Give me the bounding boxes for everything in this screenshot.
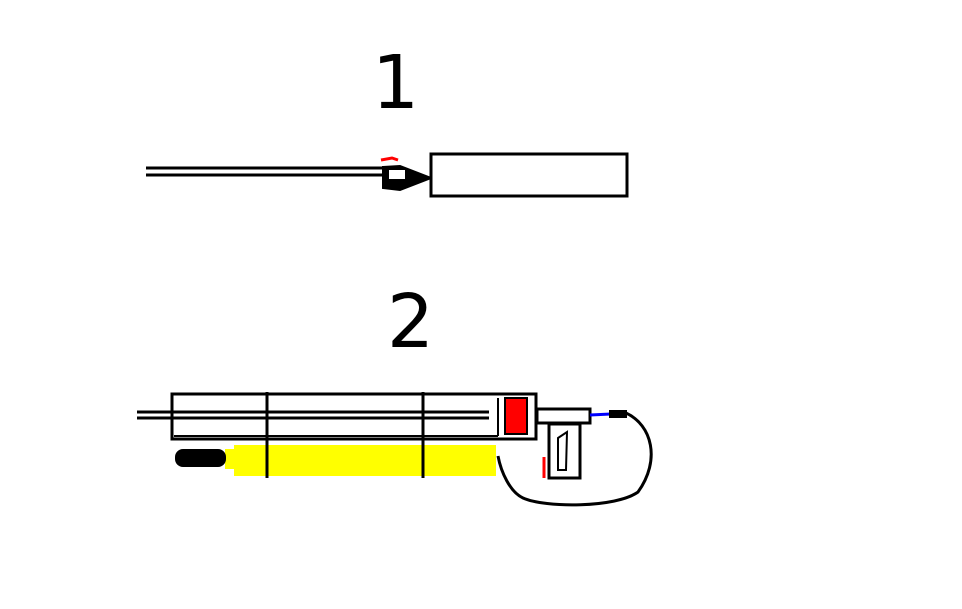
figure-1-inner-tip [389,170,405,179]
figure-1: 1 [146,40,629,198]
figure-2-hose-connector [609,410,627,418]
figure-2-trigger [557,430,569,471]
figure-2-black-nozzle [175,449,226,467]
figure-2-blue-hose [589,412,612,417]
figure-2-handle-top [535,407,592,425]
figure-1-label: 1 [372,40,419,126]
figure-1-rod [146,166,384,177]
figure-2-label: 2 [387,279,434,365]
figure-2-cable-loop [496,411,653,507]
figure-2-yellow-tube [234,445,496,476]
figure-1-tube-body [429,152,629,198]
figure-2-tube-collar [225,449,237,469]
figure-2-plunger-rod [137,410,489,420]
figure-1-red-mark [380,156,399,162]
figure-2-red-piston [504,397,528,435]
figure-2: 2 [137,279,653,507]
